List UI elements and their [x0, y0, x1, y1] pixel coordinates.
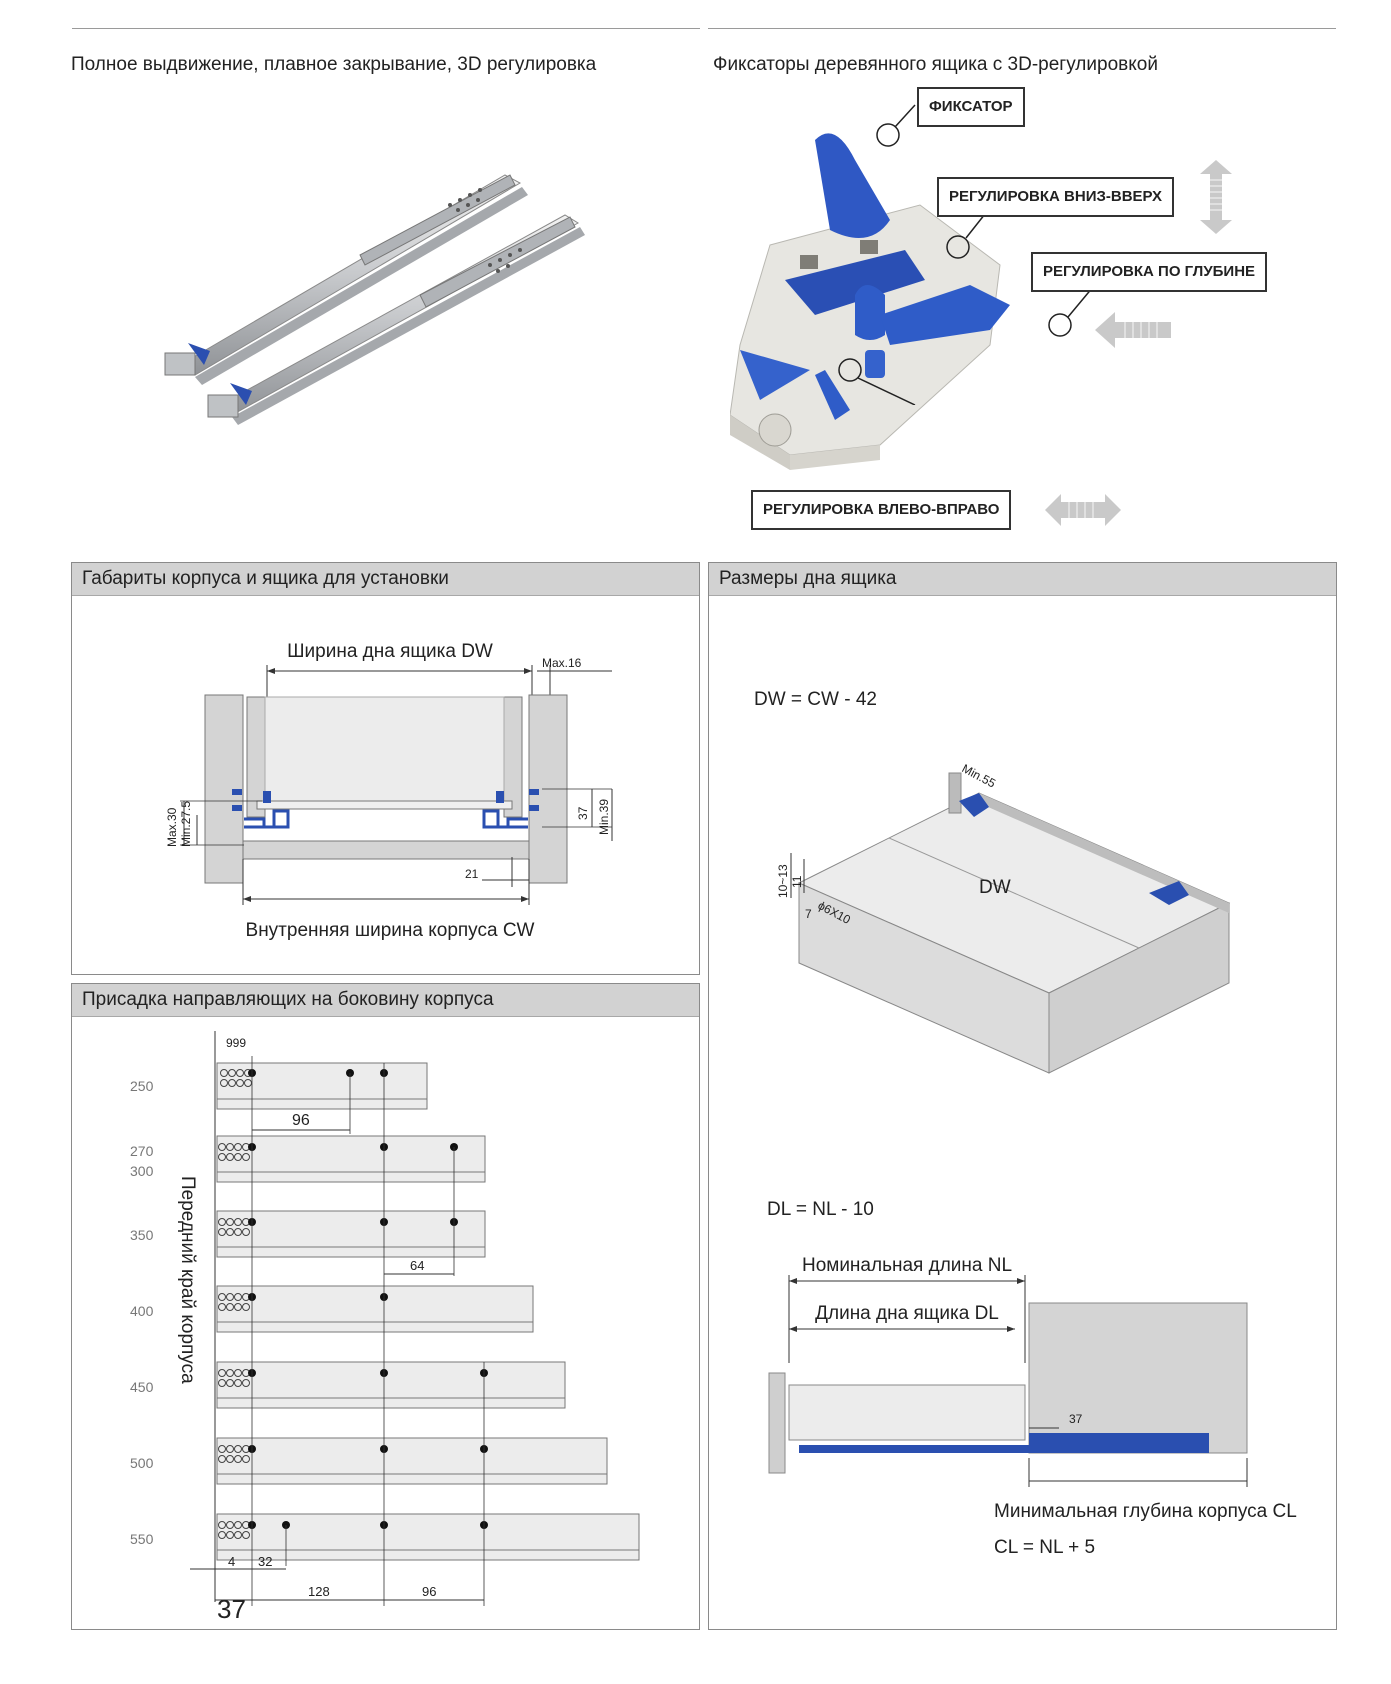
dl-formula: DL = NL - 10 [767, 1199, 874, 1220]
left-right-arrow-icon [1045, 494, 1121, 526]
min275-label: Min.27.5 [179, 801, 193, 847]
size-label: 350 [130, 1227, 154, 1243]
rail-holes-title: Присадка направляющих на боковину корпус… [72, 984, 699, 1017]
d64-label: 64 [410, 1258, 424, 1273]
cabinet-dimensions-title: Габариты корпуса и ящика для установки [72, 563, 699, 596]
up-down-callout: РЕГУЛИРОВКА ВНИЗ-ВВЕРХ [937, 177, 1174, 217]
fixator-callout: ФИКСАТОР [917, 87, 1025, 127]
d96-top-label: 96 [292, 1112, 310, 1129]
d128-label: 128 [308, 1584, 330, 1599]
cabinet-section-drawing: Ширина дна ящика DW Max.16 Max.30 Min.27… [165, 641, 613, 941]
d1013-label: 10~13 [776, 864, 790, 898]
size-label: 450 [130, 1379, 154, 1395]
d37-length-label: 37 [1069, 1412, 1083, 1426]
up-down-arrow-icon [1200, 160, 1232, 234]
lock-callout-lines [838, 104, 1000, 405]
d32-label: 32 [258, 1554, 272, 1569]
depth-arrow-icon [1095, 312, 1171, 348]
drawer-bottom-panel: Размеры дна ящика DW = CW - 42 Min.55 DW… [708, 562, 1337, 1630]
d37-label: 37 [576, 806, 590, 820]
nl-label: Номинальная длина NL [802, 1255, 1012, 1276]
cl-label: Минимальная глубина корпуса CL [994, 1501, 1297, 1522]
cl-formula: CL = NL + 5 [994, 1537, 1096, 1558]
cw-width-label: Внутренняя ширина корпуса CW [246, 920, 535, 941]
depth-callout: РЕГУЛИРОВКА ПО ГЛУБИНЕ [1031, 252, 1268, 292]
pitch-label: 999 [226, 1036, 246, 1050]
size-label: 550 [130, 1531, 154, 1547]
d7-label: 7 [805, 907, 812, 921]
drawer-slides-image [164, 174, 585, 425]
slide-caption: Полное выдвижение, плавное закрывание, 3… [71, 54, 597, 75]
size-label: 500 [130, 1455, 154, 1471]
top-rule-right [708, 28, 1336, 29]
drawer-bottom-title: Размеры дна ящика [709, 563, 1336, 596]
rail-holes-panel: Присадка направляющих на боковину корпус… [71, 983, 700, 1630]
size-label: 250 [130, 1078, 154, 1094]
drawer-box-drawing: Min.55 DW 10~13 11 ϕ6X10 7 [776, 761, 1231, 1074]
max30-label: Max.30 [165, 807, 179, 847]
d96-bottom-label: 96 [422, 1584, 436, 1599]
dl-label: Длина дна ящика DL [815, 1303, 999, 1324]
d4-label: 4 [228, 1554, 235, 1569]
min39-label: Min.39 [597, 799, 611, 835]
page-number: 37 [217, 1594, 246, 1624]
size-label: 270 [130, 1143, 154, 1159]
top-rule-left [72, 28, 700, 29]
drawer-length-drawing: Номинальная длина NL Длина дна ящика DL … [768, 1255, 1248, 1487]
size-label: 400 [130, 1303, 154, 1319]
d11-label: 11 [790, 875, 804, 888]
locks-caption: Фиксаторы деревянного ящика с 3D-регулир… [713, 54, 1158, 75]
dw-width-label: Ширина дна ящика DW [287, 641, 493, 662]
drawer-lock-image [730, 133, 1010, 470]
rail-holes-drawing: Передний край корпуса 999 250 270 300 35… [130, 1031, 640, 1606]
cabinet-dimensions-panel: Габариты корпуса и ящика для установки Ш… [71, 562, 700, 975]
max16-label: Max.16 [542, 656, 582, 670]
left-right-callout: РЕГУЛИРОВКА ВЛЕВО-ВПРАВО [751, 490, 1012, 530]
dw-formula: DW = CW - 42 [754, 689, 877, 710]
dw-label: DW [979, 877, 1011, 898]
front-edge-label: Передний край корпуса [177, 1176, 198, 1384]
d21-label: 21 [465, 867, 479, 881]
size-label: 300 [130, 1163, 154, 1179]
depth-callout-line [1048, 286, 1094, 337]
min55-label: Min.55 [960, 761, 999, 790]
